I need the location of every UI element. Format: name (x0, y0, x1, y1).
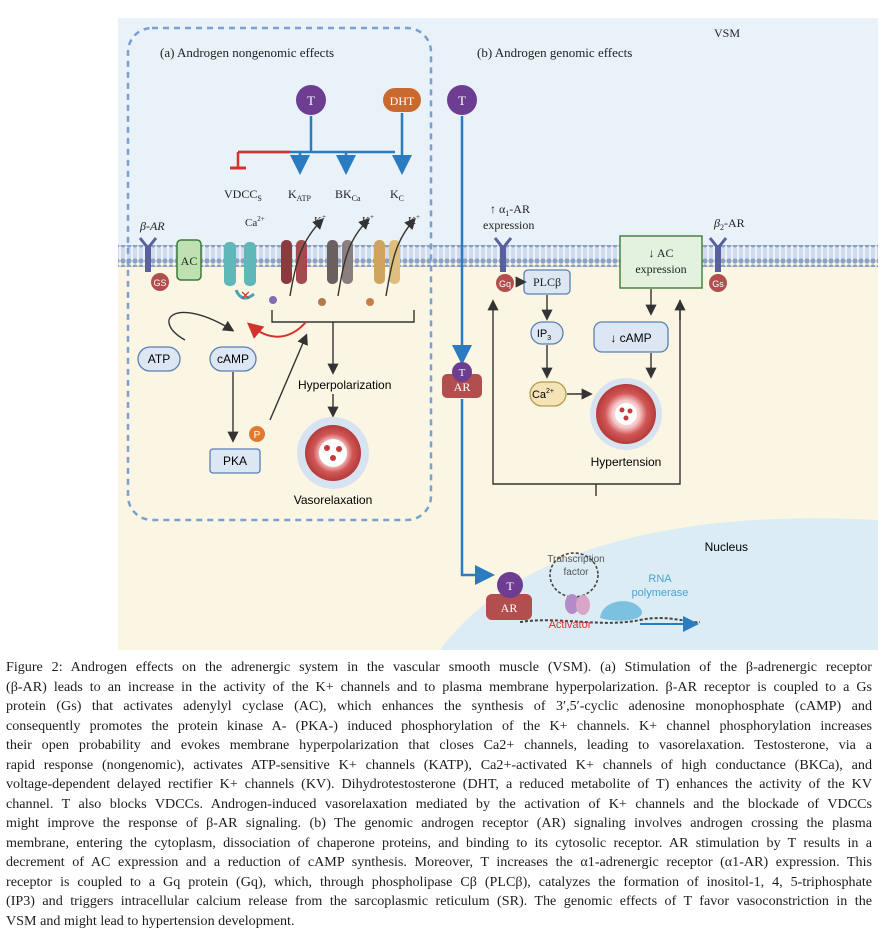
vessel-relaxed (297, 417, 369, 489)
testosterone-label: T (307, 93, 315, 108)
ac-label: AC (181, 254, 198, 268)
gs-label: GS (153, 278, 166, 288)
plc-label: PLCβ (533, 275, 561, 289)
ar-label: AR (454, 380, 471, 394)
camp-label-a: cAMP (217, 352, 249, 366)
caption-line: (IP3) and triggers intracellular calcium… (6, 892, 872, 912)
pka-label: PKA (223, 454, 247, 468)
beta2-label: β2-AR (713, 216, 745, 232)
dht-label: DHT (390, 94, 415, 108)
figure-caption: Figure 2: Androgen effects on the adrene… (6, 658, 872, 931)
caption-line: membrane, entering the cytoplasm, dissoc… (6, 834, 872, 854)
rna-line1: RNA (648, 573, 672, 585)
caption-line: VSM and might lead to hypertension devel… (6, 912, 872, 931)
caption-line: receptor is coupled to a Gq protein (Gq)… (6, 873, 872, 893)
hyperpolarization-label: Hyperpolarization (298, 378, 391, 392)
tf-line1: Transcription (547, 554, 604, 565)
caption-line: consequently promotes the protein kinase… (6, 717, 872, 737)
panel-b-title: (b) Androgen genomic effects (477, 45, 632, 60)
caption-line: decrement of AC expression and a reducti… (6, 853, 872, 873)
nuclear-t-label: T (506, 579, 514, 593)
gq-label: Gq (499, 279, 511, 289)
ar-t-label: T (459, 367, 466, 379)
activator-label: Activator (549, 619, 592, 631)
alpha-expr-line1: ↑ α1-AR (490, 202, 530, 218)
caption-line: (β-AR) leads to an increase in the activ… (6, 678, 872, 698)
vdcc-label: VDCCS (224, 187, 262, 203)
vessel-constricted (590, 378, 662, 450)
gs-label-b: Gs (712, 279, 724, 289)
caption-line: voltage-dependent delayed rectifier K+ c… (6, 775, 872, 795)
nucleus-label: Nucleus (705, 540, 748, 554)
camp-label-b: ↓ cAMP (610, 331, 651, 345)
figure-illustration: (a) Androgen nongenomic effects (b) Andr… (0, 0, 883, 650)
svg-text:✕: ✕ (240, 288, 251, 303)
caption-line: rapid response (nongenomic), activates A… (6, 756, 872, 776)
ac-expr-line1: ↓ AC (648, 246, 673, 260)
activator-blob-2 (576, 595, 590, 615)
phosphate-label: P (254, 430, 261, 441)
alpha-expr-line2: expression (483, 218, 534, 232)
rna-line2: polymerase (632, 587, 689, 599)
caption-line: channel. T also blocks VDCCs. Androgen-i… (6, 795, 872, 815)
vasorelaxation-label: Vasorelaxation (294, 493, 373, 507)
caption-line: Figure 2: Androgen effects on the adrene… (6, 658, 872, 678)
hypertension-label: Hypertension (591, 455, 662, 469)
ac-expr-line2: expression (635, 262, 686, 276)
caption-line: their open probability and evokes membra… (6, 736, 872, 756)
caption-line: protein (Gs) that activates adenylyl cyc… (6, 697, 872, 717)
beta-ar-label: β-AR (139, 219, 165, 233)
vsm-label: VSM (714, 26, 740, 40)
atp-label: ATP (148, 352, 170, 366)
nuclear-ar-label: AR (501, 601, 518, 615)
panel-a-title: (a) Androgen nongenomic effects (160, 45, 334, 60)
caption-line: might improve the response of β-AR signa… (6, 814, 872, 834)
testosterone-label-b: T (458, 93, 466, 108)
tf-line2: factor (563, 567, 589, 578)
